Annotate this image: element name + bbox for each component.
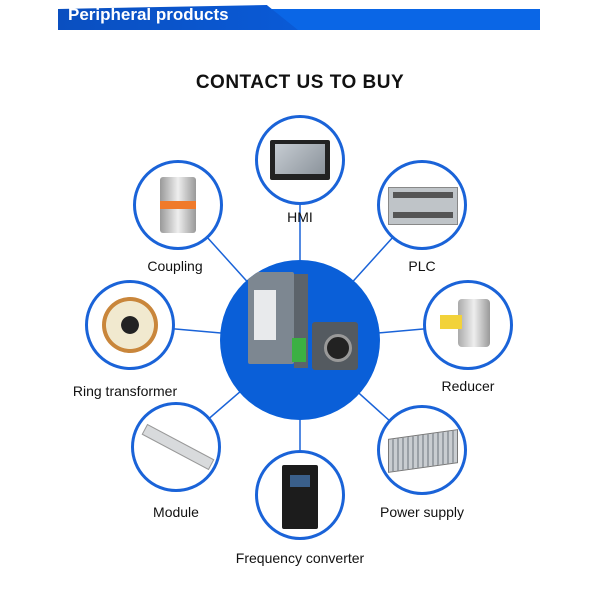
frequency-converter-label[interactable]: Frequency converter bbox=[235, 550, 365, 566]
plc-circle[interactable] bbox=[377, 160, 467, 250]
header-title: Peripheral products bbox=[68, 5, 229, 24]
inverter-icon bbox=[282, 465, 318, 529]
reducer-circle[interactable] bbox=[423, 280, 513, 370]
power-supply-circle[interactable] bbox=[377, 405, 467, 495]
linear-module-icon bbox=[141, 423, 215, 471]
ring-transformer-circle[interactable] bbox=[85, 280, 175, 370]
hmi-label[interactable]: HMI bbox=[287, 209, 313, 225]
power-supply-label[interactable]: Power supply bbox=[379, 504, 465, 520]
motor-shaft bbox=[324, 334, 352, 362]
power-supply-icon bbox=[388, 429, 458, 473]
header-tab bbox=[58, 5, 298, 30]
gearbox-icon bbox=[458, 299, 490, 347]
ring-transformer-label[interactable]: Ring transformer bbox=[72, 383, 178, 399]
driver-label bbox=[254, 290, 276, 340]
coupling-label[interactable]: Coupling bbox=[147, 258, 203, 274]
reducer-label[interactable]: Reducer bbox=[441, 378, 495, 394]
gearbox-shaft-icon bbox=[440, 315, 462, 329]
hmi-icon bbox=[270, 140, 330, 180]
plc-label[interactable]: PLC bbox=[408, 258, 436, 274]
headline: CONTACT US TO BUY bbox=[195, 72, 405, 93]
center-product-image bbox=[220, 260, 380, 420]
coupling-icon bbox=[160, 177, 196, 233]
module-label[interactable]: Module bbox=[153, 504, 199, 520]
module-circle[interactable] bbox=[131, 402, 221, 492]
terminal-block bbox=[292, 338, 306, 362]
frequency-converter-circle[interactable] bbox=[255, 450, 345, 540]
coupling-circle[interactable] bbox=[133, 160, 223, 250]
toroidal-transformer-icon bbox=[102, 297, 158, 353]
plc-icon bbox=[388, 187, 458, 225]
hmi-circle[interactable] bbox=[255, 115, 345, 205]
